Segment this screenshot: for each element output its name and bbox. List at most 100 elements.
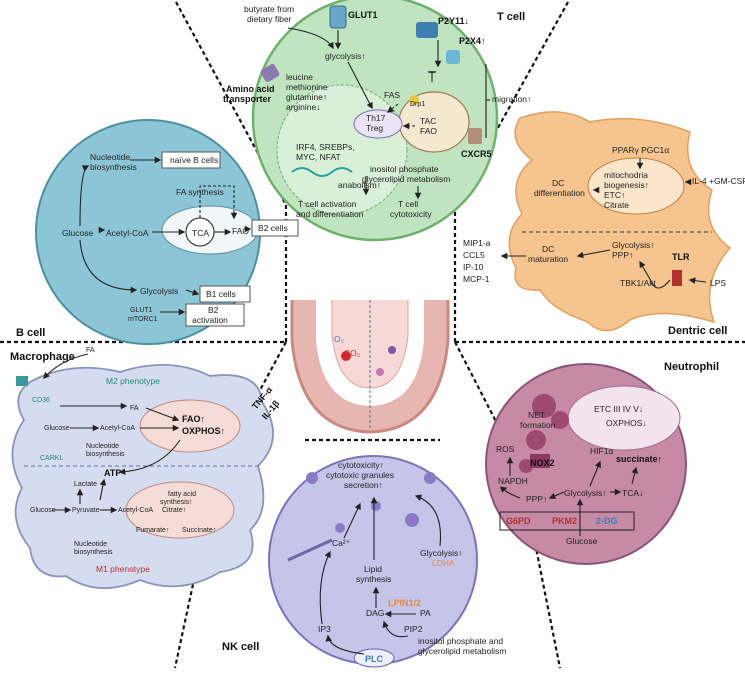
bcell-glycolysis-label: Glycolysis xyxy=(140,286,178,296)
bcell-title: B cell xyxy=(16,327,45,339)
irf4-label: IRF4, SREBPs, xyxy=(296,142,355,152)
drp1-icon xyxy=(409,95,419,105)
m1-mitochondrion xyxy=(125,481,235,539)
p2x4-receptor-icon xyxy=(446,50,460,64)
b2-cells-label: B2 cells xyxy=(258,223,288,233)
naive-b-cells-box xyxy=(161,151,221,169)
b1-cells-box xyxy=(199,285,251,303)
arginine-label: arginine↓ xyxy=(286,102,321,112)
inositol-label: inositol phosphate xyxy=(370,164,439,174)
tac-label: TAC xyxy=(420,116,436,126)
net-label: NET xyxy=(528,410,545,420)
fas-label: FAS xyxy=(384,90,400,100)
dc-etc-label: ETC↑ xyxy=(604,190,625,200)
macrophage-glucose2-label: Glucose xyxy=(30,507,56,514)
anabolism-label: anabolism↑ xyxy=(338,180,381,190)
dc-maturation-label: maturation xyxy=(528,254,568,264)
p2y11-label: P2Y11↓ xyxy=(438,16,469,26)
lipid-label: Lipid xyxy=(364,564,382,574)
fumarate-label: Fumarate↑ xyxy=(136,527,169,534)
macrophage-citrate-label: Citrate↑ xyxy=(162,507,186,514)
cd36-label: CD36 xyxy=(32,397,50,404)
glutamine-label: glutamine↑ xyxy=(286,92,327,102)
macrophage-panel: Macrophage FA M2 phenotype CD36 FA FAO↑ … xyxy=(10,347,282,589)
neutrophil-glycolysis-label: Glycolysis↑ xyxy=(564,488,607,498)
bcell-nucleotide-label: Nucleotide xyxy=(90,152,130,162)
neutrophil-glucose-label: Glucose xyxy=(566,536,597,546)
tcell-differentiation-label: and differentiation xyxy=(296,209,364,219)
bcell-glut1-label: GLUT1 xyxy=(130,307,153,314)
fatty-acid-label: fatty acid xyxy=(168,491,196,498)
cxcr5-receptor-icon xyxy=(468,128,482,144)
p2y11-receptor-icon xyxy=(416,22,438,38)
butyrate-label: butyrate from xyxy=(244,4,294,14)
methionine-label: methionine xyxy=(286,82,328,92)
bcell-glucose-label: Glucose xyxy=(62,228,93,238)
glut1-transporter-icon xyxy=(329,5,347,29)
neutrophil-title: Neutrophil xyxy=(664,361,719,373)
nk-cytotoxicity-label: cytotoxicity↑ xyxy=(338,460,384,470)
th17-treg-box xyxy=(353,109,403,139)
migration-label: migration↑ xyxy=(492,94,531,104)
p2x4-label: P2X4↑ xyxy=(459,36,486,46)
mcp1-label: MCP-1 xyxy=(463,274,490,284)
dc-ppp-label: PPP↑ xyxy=(612,250,633,260)
co2-label: CO₂ xyxy=(344,348,360,358)
macrophage-glucose-label: Glucose xyxy=(44,425,70,432)
mtorc1-label: mTORC1 xyxy=(128,316,158,323)
macrophage-acetyl2-label: Acetyl-CoA xyxy=(118,507,153,514)
b2-activation-label: activation xyxy=(192,315,228,325)
g6pd-label: G6PD xyxy=(506,516,531,526)
tca-label: TCA xyxy=(192,228,209,238)
bcell-acetyl-label: Acetyl-CoA xyxy=(106,228,149,238)
macrophage-title: Macrophage xyxy=(10,351,75,363)
macrophage-biosynthesis-label: biosynthesis xyxy=(86,451,125,458)
drp1-label: Drp1 xyxy=(410,101,425,108)
tcell-activation-label: T cell activation xyxy=(298,199,357,209)
dc-diff-label: DC xyxy=(552,178,564,188)
leucine-label: leucine xyxy=(286,72,313,82)
b2-activation-box xyxy=(185,303,245,327)
neutrophil-etc-label: ETC III IV V↓ xyxy=(594,404,643,414)
nk-inositol-label: inositol phosphate and xyxy=(418,636,503,646)
macrophage-oxphos-label: OXPHOS↑ xyxy=(182,426,225,436)
biogenesis-label: biogenesis↑ xyxy=(604,180,649,190)
m1-phenotype-label: M1 phenotype xyxy=(96,564,150,574)
macrophage-acetyl-label: Acetyl-CoA xyxy=(100,425,135,432)
dc-citrate-label: Citrate xyxy=(604,200,629,210)
ldha-label: LDHA xyxy=(432,558,455,568)
bcell-fao-label: FAO xyxy=(232,226,249,236)
ca-label: Ca²⁺ xyxy=(332,538,351,548)
tcell-glycolysis: glycolysis↑ xyxy=(325,51,366,61)
cxcr5-label: CXCR5 xyxy=(461,149,492,159)
macrophage-fao-label: FAO↑ xyxy=(182,414,205,424)
bcell-biosynthesis-label: biosynthesis xyxy=(90,162,137,172)
dc-mitochondrion xyxy=(587,157,685,215)
ip3-label: IP3 xyxy=(318,624,331,634)
ppar-label: PPARγ PGC1α xyxy=(612,145,669,155)
nk-glycolysis-label: Glycolysis↑ xyxy=(420,548,463,558)
amino-acid-transporter-icon xyxy=(260,64,280,82)
myc-label: MYC, NFAT xyxy=(296,152,341,162)
neutrophil-ppp-label: PPP↑ xyxy=(526,494,547,504)
ip10-label: IP-10 xyxy=(463,262,484,272)
macrophage-nucleotide-label: Nucleotide xyxy=(86,443,119,450)
lipid-synthesis-label: synthesis xyxy=(356,574,391,584)
tcell-panel: butyrate from dietary fiber GLUT1 P2Y11↓… xyxy=(223,0,531,242)
dc-differentiation-label: differentiation xyxy=(534,188,585,198)
net-formation-label: formation xyxy=(520,420,556,430)
dc-panel: PPARγ PGC1α mitochodria biogenesis↑ ETC↑… xyxy=(463,111,745,337)
mip1a-label: MIP1-a xyxy=(463,238,491,248)
neutrophil-succinate-label: succinate↑ xyxy=(616,454,662,464)
b2-label: B2 xyxy=(208,305,219,315)
nk-granules-label: cytotoxic granules xyxy=(326,470,394,480)
nadph-label: NAPDH xyxy=(498,476,528,486)
naive-b-cells-label: naïve B cells xyxy=(170,155,218,165)
pyruvate-label: Pyruvate xyxy=(72,507,100,514)
dna-icon xyxy=(291,167,353,177)
lps-label: LPS xyxy=(710,278,726,288)
plc-label: PLC xyxy=(365,654,384,664)
nkcell-panel: cytotoxicity↑ cytotoxic granules secreti… xyxy=(222,455,506,668)
neutrophil-panel: Neutrophil ETC III IV V↓ OXPHOS↓ NET for… xyxy=(485,361,719,565)
b2-cells-box xyxy=(251,219,299,237)
